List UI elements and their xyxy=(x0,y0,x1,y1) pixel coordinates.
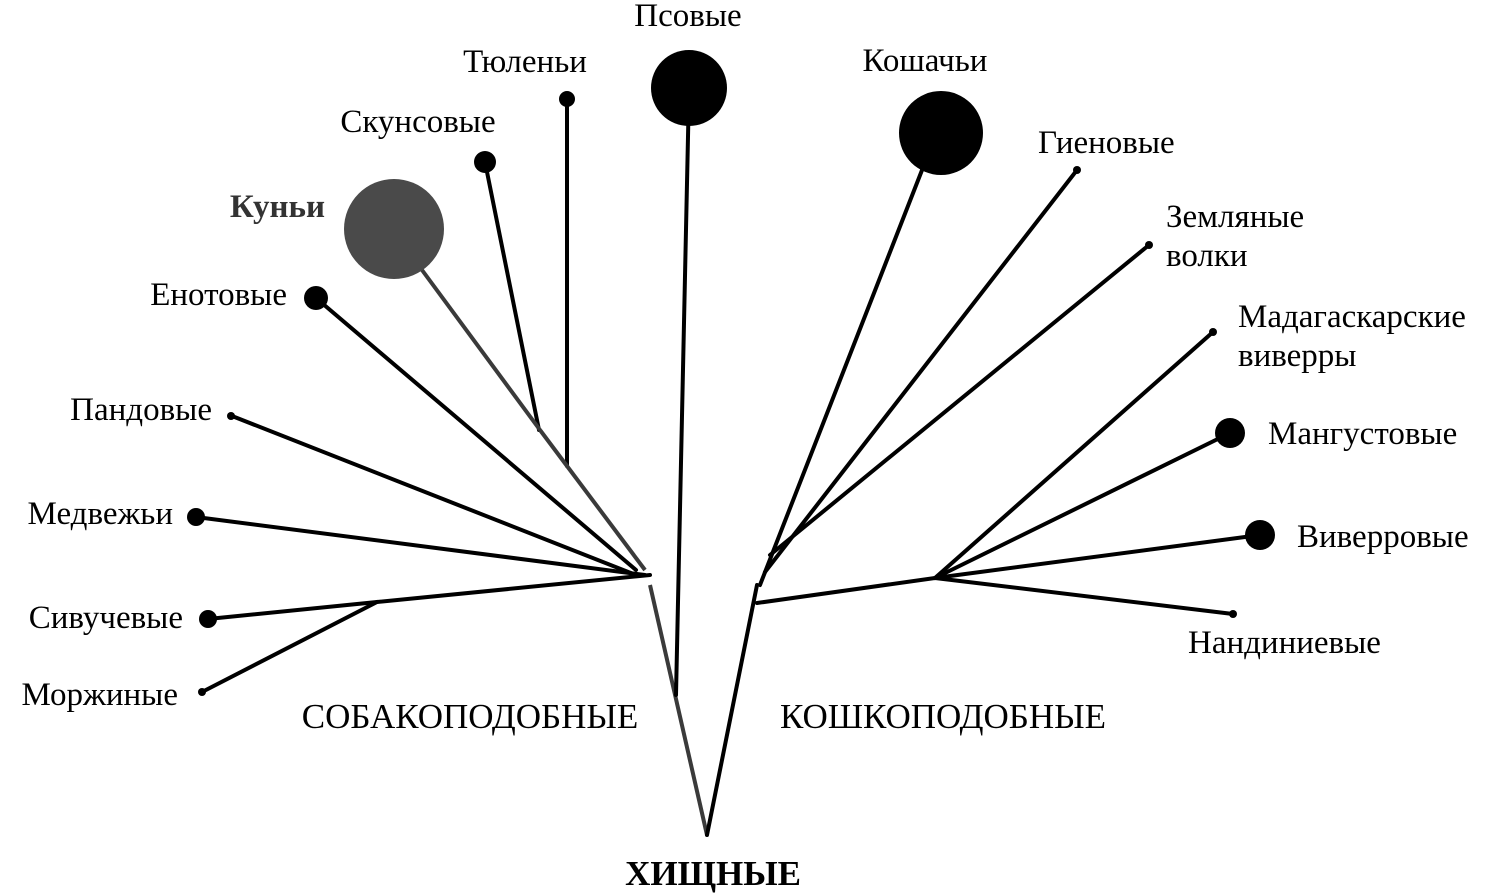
label-tyuleni: Тюленьи xyxy=(463,44,587,80)
edge-sivuchevye xyxy=(206,600,379,621)
node-pandovye xyxy=(227,412,235,420)
edge-kuni-stem xyxy=(538,428,647,572)
label-enotovye: Енотовые xyxy=(150,277,287,313)
label-psovye: Псовые xyxy=(634,0,741,34)
edge-psovye xyxy=(674,88,691,697)
edge-morzhinye xyxy=(200,600,379,694)
label-viverrovye: Виверровые xyxy=(1297,519,1469,555)
edge-viverrovye xyxy=(933,533,1262,580)
node-kuni xyxy=(344,179,444,279)
node-skunsovye xyxy=(474,151,496,173)
label-medvezhi: Медвежьи xyxy=(28,496,173,532)
node-psovye xyxy=(651,50,727,126)
node-madagaskarskie xyxy=(1209,328,1217,336)
edge-medvezhi xyxy=(194,515,647,577)
node-zemlyanye-volki xyxy=(1145,241,1153,249)
edge-koshachi xyxy=(758,163,926,587)
edge-kuni xyxy=(420,268,542,432)
label-mangustovye: Мангустовые xyxy=(1268,416,1457,452)
node-morzhinye xyxy=(198,688,206,696)
edge-pandovye xyxy=(230,414,638,577)
label-kuni: Куньи xyxy=(230,189,325,225)
edge-madagaskarskie xyxy=(933,330,1215,580)
trunk-right-branch xyxy=(705,583,759,837)
trunk-left-branch xyxy=(648,584,709,836)
node-gienovye xyxy=(1073,166,1081,174)
edge-skunsovye xyxy=(483,160,541,432)
edge-nandinievye xyxy=(933,576,1235,616)
node-viverrovye xyxy=(1245,520,1275,550)
label-madagaskarskie-line2: виверры xyxy=(1238,338,1356,374)
node-tyuleni xyxy=(559,91,575,107)
edge-viverrid-stem xyxy=(755,576,937,605)
label-nandinievye: Нандиниевые xyxy=(1188,625,1381,661)
edge-pinnipeds-stem xyxy=(375,573,652,604)
edge-gienovye xyxy=(763,168,1079,574)
edge-zemlyanye-volki xyxy=(768,243,1151,557)
label-madagaskarskie-line1: Мадагаскарские xyxy=(1238,299,1466,335)
label-koshachi: Кошачьи xyxy=(863,43,988,79)
root-label: ХИЩНЫЕ xyxy=(625,854,801,893)
label-gienovye: Гиеновые xyxy=(1038,125,1175,161)
label-pandovye: Пандовые xyxy=(70,392,212,428)
label-skunsovye: Скунсовые xyxy=(340,104,495,140)
node-sivuchevye xyxy=(199,610,217,628)
node-koshachi xyxy=(899,91,983,175)
node-nandinievye xyxy=(1229,610,1237,618)
node-medvezhi xyxy=(187,508,205,526)
node-mangustovye xyxy=(1215,418,1245,448)
label-sivuchevye: Сивучевые xyxy=(29,600,183,636)
label-morzhinye: Моржиные xyxy=(22,677,178,713)
node-enotovye xyxy=(304,286,328,310)
label-zemlyanye-line1: Земляные xyxy=(1166,199,1304,235)
group-label-feliformia: КОШКОПОДОБНЫЕ xyxy=(780,697,1106,736)
group-label-caniformia: СОБАКОПОДОБНЫЕ xyxy=(302,697,639,736)
edge-enotovye xyxy=(314,296,638,572)
edge-mangustovye xyxy=(933,431,1232,580)
label-zemlyanye-line2: волки xyxy=(1166,238,1248,274)
